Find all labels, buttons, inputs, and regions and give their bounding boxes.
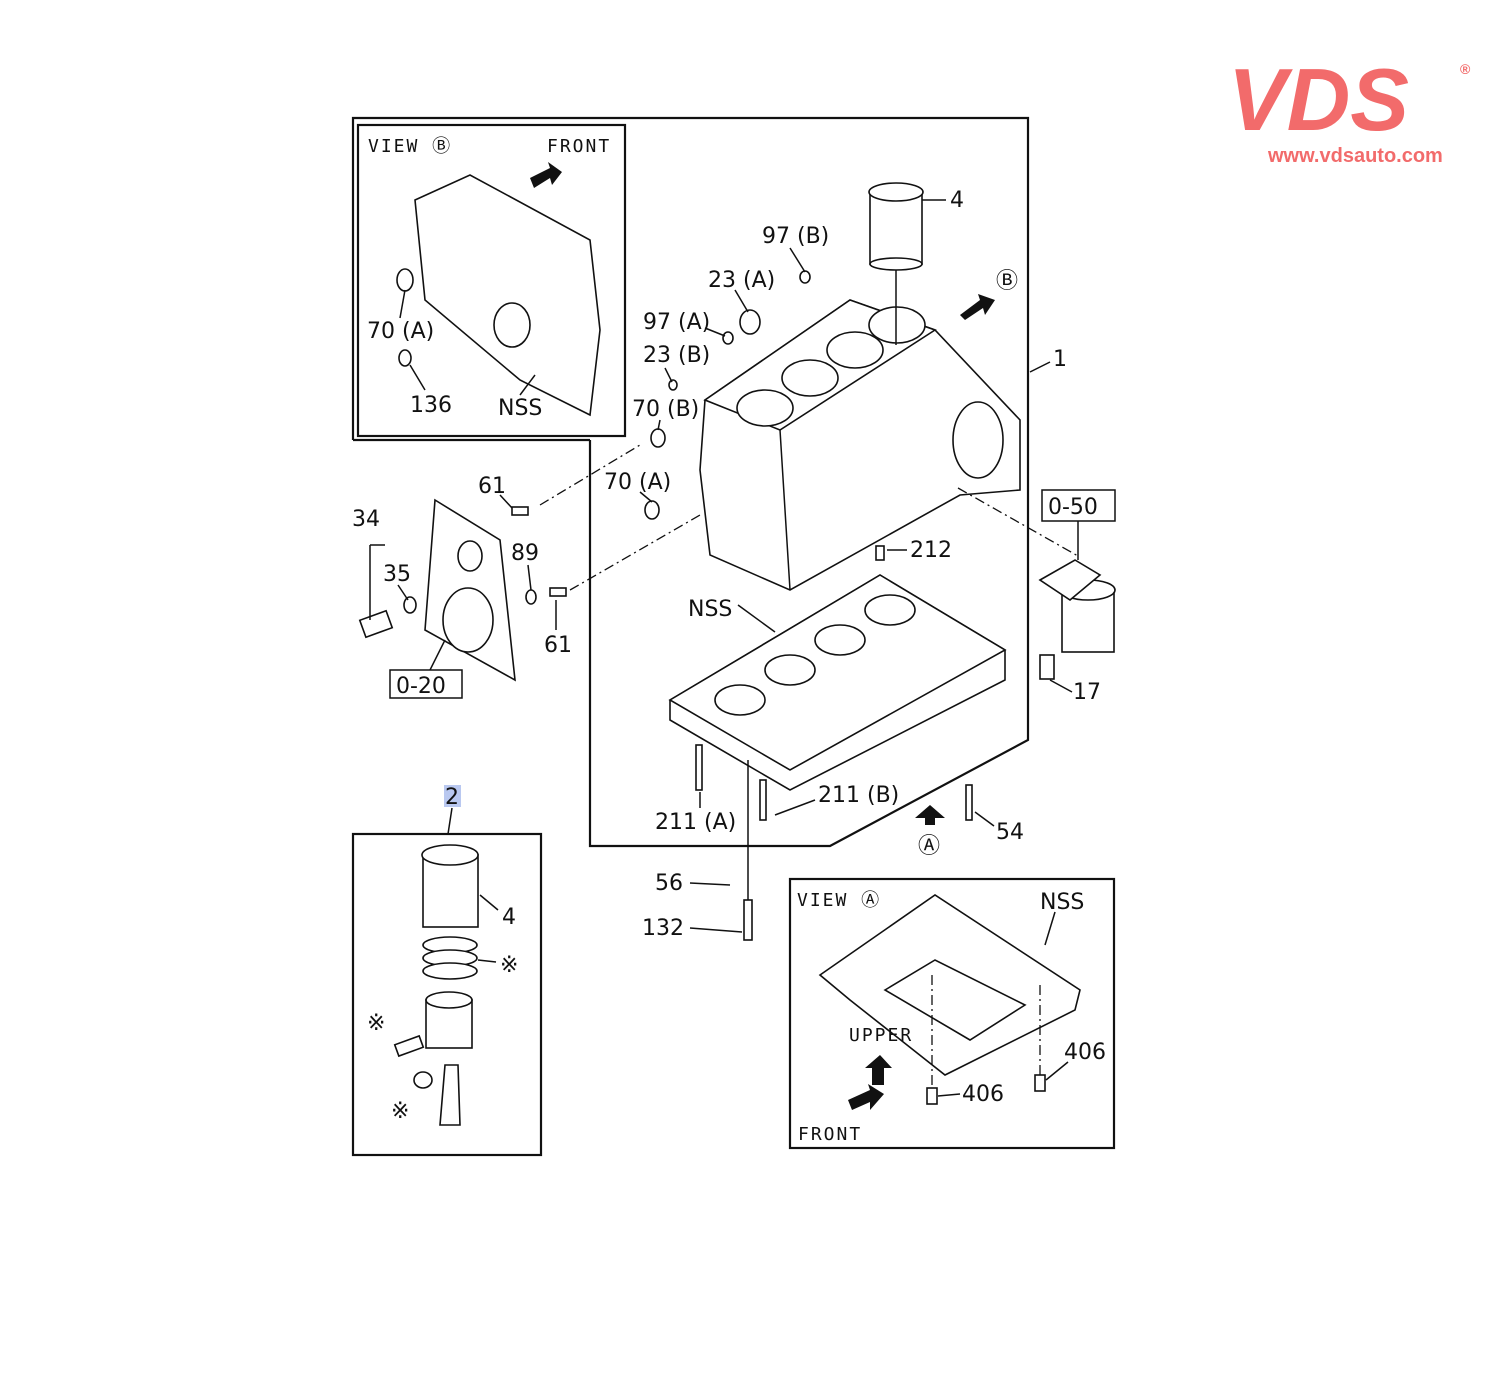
cylinder-liner — [868, 182, 924, 345]
kit-star-rod: ※ — [391, 1099, 409, 1124]
label-1: 1 — [1053, 347, 1067, 372]
vds-logo: VDS ® www.vdsauto.com — [1228, 50, 1471, 167]
label-97b: 97 (B) — [762, 224, 829, 249]
view-b-marker: Ⓑ — [996, 269, 1018, 294]
label-132: 132 — [642, 916, 684, 941]
label-70a-viewb: 70 (A) — [367, 319, 434, 344]
view-b-arrow-icon — [960, 294, 995, 320]
lower-crankcase — [668, 574, 1007, 791]
label-70b: 70 (B) — [632, 397, 699, 422]
upper-arrow-icon — [865, 1055, 892, 1085]
label-0-50[interactable]: 0-50 — [1048, 495, 1098, 520]
registered-mark: ® — [1460, 61, 1471, 77]
label-17: 17 — [1073, 680, 1101, 705]
label-0-20[interactable]: 0-20 — [396, 674, 446, 699]
label-61-lower: 61 — [544, 633, 572, 658]
label-406-left: 406 — [962, 1082, 1004, 1107]
label-212: 212 — [910, 538, 952, 563]
label-89: 89 — [511, 541, 539, 566]
label-35: 35 — [383, 562, 411, 587]
highlight-2 — [444, 785, 461, 807]
kit-star-pin: ※ — [367, 1011, 385, 1036]
label-406-right: 406 — [1064, 1040, 1106, 1065]
ref-box-0-20 — [389, 669, 463, 699]
label-97a: 97 (A) — [643, 310, 710, 335]
view-b-title: VIEW Ⓑ — [368, 136, 452, 157]
view-a-inset — [788, 877, 1116, 1150]
label-23b: 23 (B) — [643, 343, 710, 368]
leader-lines — [369, 199, 1079, 933]
label-54: 54 — [996, 820, 1024, 845]
logo-url: www.vdsauto.com — [1267, 145, 1443, 167]
kit-star-rings: ※ — [500, 953, 518, 978]
kit-label-4: 4 — [502, 905, 516, 930]
view-a-nss: NSS — [1040, 890, 1084, 915]
label-136: 136 — [410, 393, 452, 418]
ref-box-0-50 — [1041, 489, 1116, 522]
label-211a: 211 (A) — [655, 810, 736, 835]
label-2[interactable]: 2 — [445, 785, 459, 810]
view-a-title: VIEW Ⓐ — [797, 890, 881, 911]
view-a-front: FRONT — [798, 1124, 862, 1145]
label-nss: NSS — [688, 597, 732, 622]
label-61-upper: 61 — [478, 474, 506, 499]
front-arrow-icon — [530, 162, 562, 188]
view-a-upper: UPPER — [849, 1025, 913, 1046]
view-a-marker: Ⓐ — [918, 834, 940, 859]
view-b-inset — [356, 123, 627, 438]
label-4: 4 — [950, 188, 964, 213]
logo-text: VDS — [1228, 50, 1409, 149]
view-a-arrow-icon — [915, 805, 945, 825]
label-nss-viewb: NSS — [498, 396, 542, 421]
label-211b: 211 (B) — [818, 783, 899, 808]
bolts — [511, 270, 995, 941]
main-frame — [351, 116, 1030, 848]
oil-filter — [1038, 559, 1116, 680]
label-23a: 23 (A) — [708, 268, 775, 293]
timing-cover-plate — [358, 498, 516, 682]
label-70a: 70 (A) — [604, 470, 671, 495]
label-56: 56 — [655, 871, 683, 896]
view-b-sketch — [396, 162, 601, 417]
view-b-front: FRONT — [547, 136, 611, 157]
label-34: 34 — [352, 507, 380, 532]
front-arrow-icon — [848, 1084, 884, 1110]
piston-kit-box — [351, 832, 543, 1157]
cylinder-block — [699, 299, 1021, 591]
